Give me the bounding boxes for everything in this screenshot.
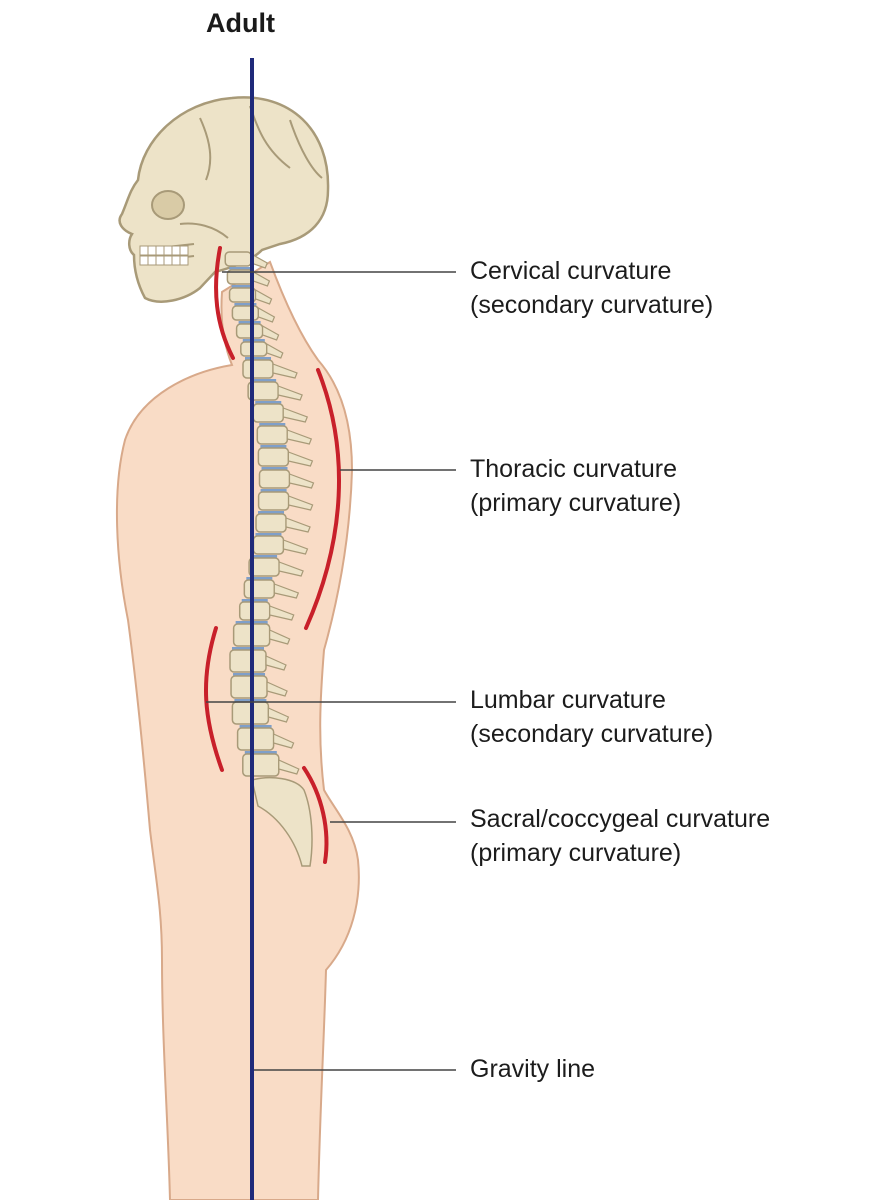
spinous-process bbox=[282, 539, 309, 555]
vertebra bbox=[257, 491, 290, 511]
intervertebral-disc bbox=[255, 533, 282, 537]
spinous-process bbox=[286, 429, 313, 445]
gravity-line-name: Gravity line bbox=[470, 1055, 596, 1083]
intervertebral-disc bbox=[251, 555, 278, 559]
intervertebral-disc bbox=[258, 511, 285, 515]
spinous-process bbox=[257, 306, 276, 323]
intervertebral-disc bbox=[261, 467, 288, 471]
cervical-curvature-type: (secondary curvature) bbox=[470, 291, 714, 319]
sacrum-coccyx bbox=[251, 777, 313, 867]
intervertebral-disc bbox=[260, 445, 287, 449]
intervertebral-disc bbox=[245, 357, 271, 361]
intervertebral-disc bbox=[260, 489, 287, 493]
intervertebral-disc bbox=[255, 401, 282, 405]
lumbar-curve-marker bbox=[204, 626, 224, 772]
vertebral-column bbox=[224, 251, 315, 867]
intervertebral-disc bbox=[259, 423, 286, 427]
vertebra bbox=[258, 469, 291, 489]
spinous-process bbox=[266, 342, 284, 359]
spinous-process bbox=[265, 655, 287, 671]
intervertebral-disc bbox=[229, 267, 252, 271]
intervertebral-disc bbox=[233, 673, 266, 677]
sacral-curvature-name: Sacral/coccygeal curvature bbox=[470, 805, 771, 833]
vertebra bbox=[231, 305, 260, 321]
sacral-curvature-label: Sacral/coccygeal curvature (primary curv… bbox=[470, 802, 770, 870]
vertebra bbox=[230, 675, 268, 699]
lumbar-curvature-label: Lumbar curvature (secondary curvature) bbox=[470, 683, 713, 751]
thoracic-curvature-name: Thoracic curvature bbox=[470, 455, 678, 483]
lumbar-curvature-type: (secondary curvature) bbox=[470, 720, 714, 748]
skull bbox=[118, 96, 330, 303]
vertebra bbox=[235, 323, 264, 339]
vertebra bbox=[238, 601, 271, 621]
spinous-process bbox=[267, 707, 290, 723]
spinous-process bbox=[282, 407, 309, 423]
spinous-process bbox=[278, 561, 304, 577]
spinous-process bbox=[254, 288, 273, 305]
spinous-process bbox=[273, 733, 295, 749]
gravity-line-label: Gravity line bbox=[470, 1052, 595, 1086]
intervertebral-disc bbox=[244, 751, 277, 755]
intervertebral-disc bbox=[231, 285, 254, 289]
intervertebral-disc bbox=[234, 303, 257, 307]
intervertebral-disc bbox=[238, 321, 261, 325]
vertebra bbox=[257, 447, 290, 467]
vertebra bbox=[242, 753, 280, 777]
vertebra bbox=[229, 649, 267, 673]
spinous-process bbox=[266, 681, 288, 697]
thoracic-curvature-label: Thoracic curvature (primary curvature) bbox=[470, 452, 681, 520]
spinous-process bbox=[277, 385, 303, 401]
sacral-curve-marker bbox=[302, 766, 329, 864]
curvature-markers bbox=[204, 246, 341, 864]
spinous-process bbox=[287, 451, 314, 467]
spinous-process bbox=[272, 363, 298, 379]
diagram-title: Adult bbox=[206, 8, 275, 38]
intervertebral-disc bbox=[241, 599, 268, 603]
intervertebral-disc bbox=[239, 725, 272, 729]
spinous-process bbox=[285, 517, 311, 533]
vertebra bbox=[242, 359, 274, 379]
spinous-process bbox=[269, 605, 295, 621]
spinous-process bbox=[262, 324, 280, 341]
vertebra bbox=[236, 727, 275, 751]
spinous-process bbox=[273, 583, 300, 599]
thoracic-curve-marker bbox=[304, 368, 341, 630]
spinous-process bbox=[288, 495, 314, 511]
intervertebral-disc bbox=[232, 647, 264, 651]
vertebra bbox=[252, 403, 285, 423]
lumbar-curvature-name: Lumbar curvature bbox=[470, 686, 666, 714]
intervertebral-disc bbox=[250, 379, 277, 383]
thoracic-curvature-type: (primary curvature) bbox=[470, 489, 682, 517]
cervical-curvature-label: Cervical curvature (secondary curvature) bbox=[470, 254, 713, 322]
intervertebral-disc bbox=[246, 577, 273, 581]
cervical-curvature-name: Cervical curvature bbox=[470, 257, 672, 285]
leader-lines bbox=[206, 271, 456, 1071]
teeth bbox=[139, 245, 189, 266]
vertebra bbox=[243, 579, 276, 599]
cervical-curve-marker bbox=[214, 246, 235, 360]
vertebra bbox=[252, 535, 285, 555]
sacral-curvature-type: (primary curvature) bbox=[470, 839, 682, 867]
vertebra bbox=[255, 513, 287, 533]
spinous-process bbox=[288, 473, 315, 489]
vertebra bbox=[224, 251, 252, 267]
spinous-process bbox=[278, 759, 300, 775]
vertebra bbox=[256, 425, 289, 445]
spinous-process bbox=[269, 629, 291, 645]
